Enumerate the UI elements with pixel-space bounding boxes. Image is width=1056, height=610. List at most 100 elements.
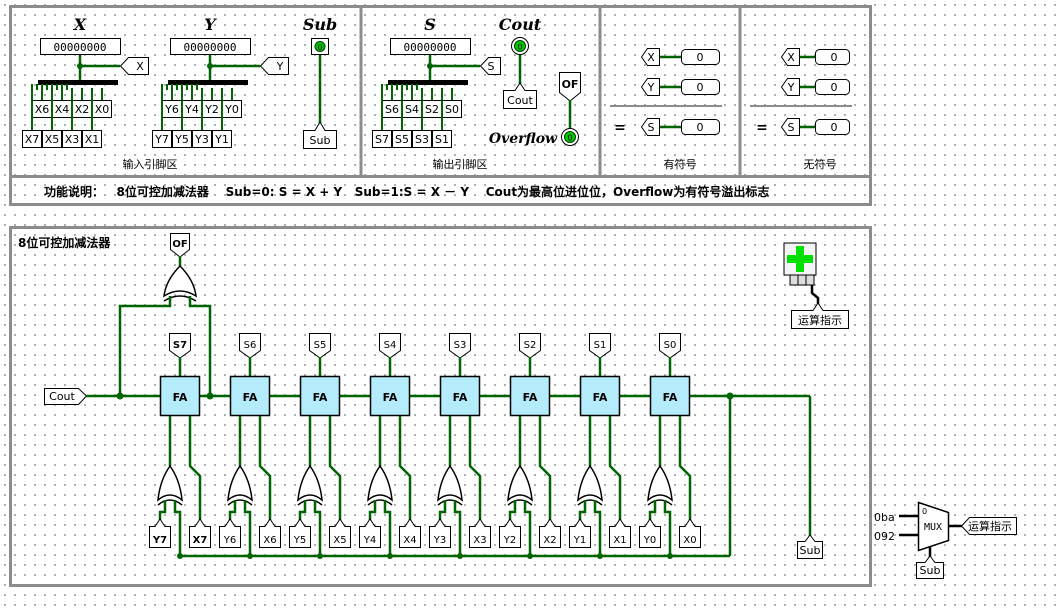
full-adder-block[interactable] [509, 375, 551, 417]
svg-text:0: 0 [697, 51, 704, 64]
y-register[interactable]: 00000000 [184, 41, 237, 54]
plus-indicator-horizontal [787, 255, 813, 263]
svg-text:0: 0 [831, 121, 838, 134]
x-input-tunnel: X5 [333, 535, 346, 546]
sub-input-tunnel: Sub [800, 544, 821, 557]
x-pin-top: X2 [75, 103, 90, 116]
sum-tunnel: S5 [314, 340, 327, 351]
function-description: 功能说明： 8位可控加减法器 Sub=0: S = X + Y Sub=1:S … [44, 184, 769, 199]
x-input-tunnel: X1 [613, 535, 626, 546]
overflow-label: Overflow [489, 131, 558, 147]
x-input-tunnel: X0 [683, 535, 696, 546]
y-input-tunnel: Y5 [293, 535, 306, 546]
signed-caption: 有符号 [664, 157, 697, 171]
svg-text:X: X [787, 51, 795, 64]
full-adder-block[interactable] [369, 375, 411, 417]
sub-tunnel: Sub [310, 134, 331, 147]
full-adder-block[interactable] [229, 375, 271, 417]
full-adder-block[interactable] [299, 375, 341, 417]
sub-value[interactable]: 0 [317, 43, 322, 52]
cout-led-value: 0 [517, 43, 522, 52]
y-input-tunnel: Y6 [223, 535, 236, 546]
xor-gate [297, 464, 323, 502]
mux-sel-tunnel: Sub [920, 564, 941, 577]
x-register[interactable]: 00000000 [54, 41, 107, 54]
y-input-tunnel: Y0 [643, 535, 656, 546]
sum-tunnel: S7 [173, 340, 187, 351]
svg-text:S: S [648, 121, 655, 134]
full-adder-block[interactable] [439, 375, 481, 417]
y-pin-bottom: Y1 [214, 133, 229, 146]
s-pin-bottom: S7 [375, 133, 389, 146]
x-input-tunnel: X7 [193, 535, 208, 546]
sum-tunnel: S4 [384, 340, 397, 351]
svg-text:=: = [756, 120, 768, 136]
svg-text:0: 0 [697, 81, 704, 94]
x-pin-top: X6 [35, 103, 50, 116]
sum-tunnel: S0 [664, 340, 677, 351]
x-pin-bottom: X1 [85, 133, 100, 146]
adder-panel [9, 226, 872, 587]
y-pin-top: Y4 [184, 103, 199, 116]
x-tunnel: X [136, 60, 144, 73]
y-pin-bottom: Y3 [194, 133, 209, 146]
y-tunnel: Y [276, 60, 284, 73]
xor-gate [647, 464, 673, 502]
x-pin-bottom: X7 [25, 133, 40, 146]
s-pin-top: S2 [425, 103, 439, 116]
unsigned-probes: X 0 Y 0 = S 0 无符号 [750, 48, 852, 171]
y-pin-bottom: Y5 [174, 133, 189, 146]
mux-const-b: 092 [874, 530, 895, 543]
s-col-label: S [424, 15, 436, 34]
svg-text:Y: Y [647, 81, 655, 94]
of-output-tunnel: OF [172, 239, 187, 250]
x-input-tunnel: X3 [473, 535, 486, 546]
sub-col-label: Sub [303, 15, 337, 34]
full-adder-block[interactable] [579, 375, 621, 417]
s-pin-bottom: S3 [415, 133, 429, 146]
x-pin-bottom: X5 [45, 133, 60, 146]
svg-text:X: X [647, 51, 655, 64]
full-adder-block[interactable] [159, 375, 201, 417]
io-panel [9, 5, 872, 206]
sum-tunnel: S6 [244, 340, 257, 351]
section-output-label: 输出引脚区 [433, 157, 488, 171]
xor-gate [507, 464, 533, 502]
xor-gate [157, 464, 183, 502]
xor-gate [577, 464, 603, 502]
svg-text:0: 0 [697, 121, 704, 134]
y-input-tunnel: Y7 [152, 535, 167, 546]
full-adder-label: FA [383, 391, 398, 404]
x-input-tunnel: X2 [543, 535, 556, 546]
svg-text:0: 0 [831, 81, 838, 94]
full-adder-label: FA [523, 391, 538, 404]
s-pin-top: S0 [445, 103, 459, 116]
x-col-label: X [73, 15, 87, 34]
y-input-tunnel: Y1 [573, 535, 586, 546]
s-pin-bottom: S1 [435, 133, 449, 146]
xor-gate [437, 464, 463, 502]
cout-col-label: Cout [499, 15, 542, 34]
y-pin-top: Y2 [204, 103, 219, 116]
s-register: 00000000 [404, 41, 457, 54]
x-pin-top: X0 [95, 103, 110, 116]
circuit-title: 8位可控加减法器 [18, 235, 111, 250]
s-tunnel: S [488, 60, 495, 73]
indicator-label: 运算指示 [798, 313, 842, 327]
full-adder-block[interactable] [649, 375, 691, 417]
y-pin-bottom: Y7 [154, 133, 169, 146]
cout-tunnel: Cout [507, 94, 533, 107]
full-adder-label: FA [593, 391, 608, 404]
xor-gate [227, 464, 253, 502]
signed-probes: X 0 Y 0 = S 0 有符号 [610, 48, 722, 171]
y-input-tunnel: Y4 [363, 535, 376, 546]
section-input-label: 输入引脚区 [123, 157, 178, 171]
svg-text:=: = [614, 120, 626, 136]
cout-input-tunnel: Cout [49, 390, 75, 403]
xor-gate [367, 464, 393, 502]
